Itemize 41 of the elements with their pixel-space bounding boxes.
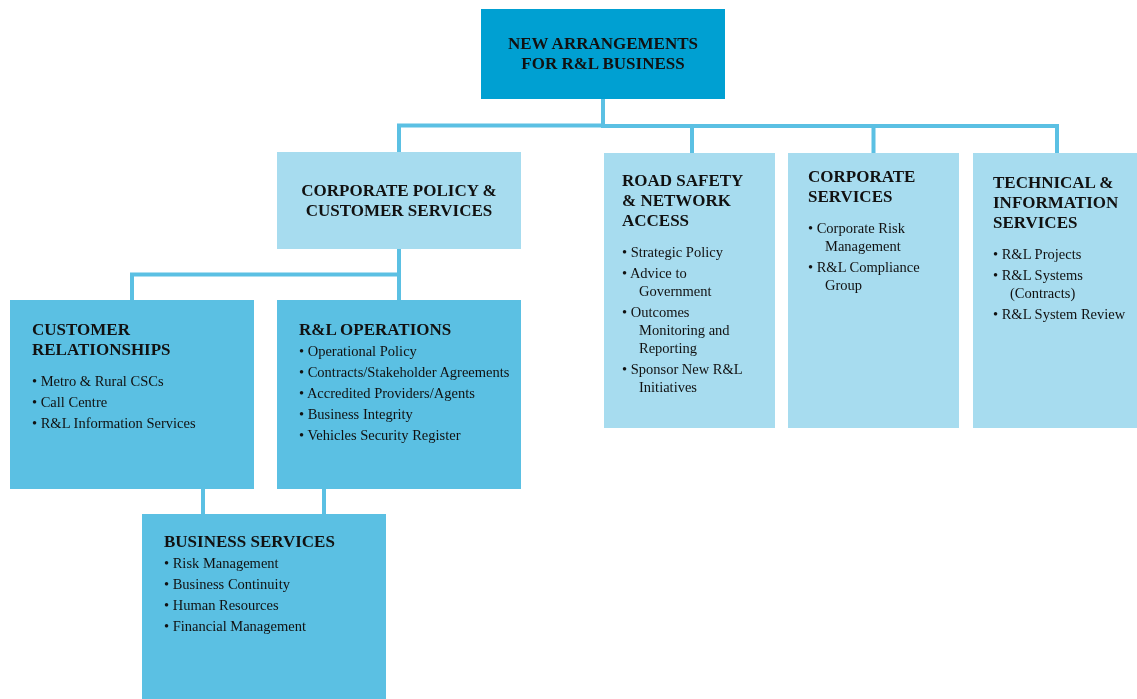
bullet-item: • Business Continuity: [164, 575, 291, 593]
connector-line: [601, 99, 1059, 153]
bullet-item: • R&L Information Services: [32, 414, 197, 432]
org-box: [481, 9, 725, 99]
box-heading: CORPORATE POLICY & CUSTOMER SERVICES: [300, 180, 498, 221]
org-box: [277, 152, 521, 249]
bullet-item: • Corporate Risk Management: [808, 219, 906, 255]
bullet-item: • R&L Projects: [993, 245, 1083, 263]
bullet-item: • Metro & Rural CSCs: [32, 372, 165, 390]
bullet-item: • Human Resources: [164, 596, 280, 614]
bullet-item: • Vehicles Security Register: [299, 426, 462, 444]
bullet-item: • R&L Compliance Group: [808, 258, 921, 294]
bullet-item: • Financial Management: [164, 617, 307, 635]
connector-line: [201, 489, 205, 514]
bullet-item: • Strategic Policy: [622, 243, 724, 261]
box-heading: TECHNICAL & INFORMATION SERVICES: [993, 173, 1120, 233]
bullet-item: • Sponsor New R&L Initiatives: [622, 360, 744, 396]
box-heading: NEW ARRANGEMENTS FOR R&L BUSINESS: [507, 34, 699, 74]
org-box: [788, 153, 959, 428]
bullet-item: • Risk Management: [164, 554, 280, 572]
bullet-item: • Business Integrity: [299, 405, 414, 423]
org-box: [277, 300, 521, 489]
box-heading: CUSTOMER RELATIONSHIPS: [32, 320, 172, 360]
connector-line: [322, 489, 326, 514]
box-heading: BUSINESS SERVICES: [164, 532, 336, 552]
bullet-item: • Outcomes Monitoring and Reporting: [622, 303, 731, 357]
org-box: [604, 153, 775, 428]
bullet-item: • R&L Systems (Contracts): [993, 266, 1084, 302]
box-heading: CORPORATE SERVICES: [808, 167, 917, 207]
bullet-item: • Advice to Government: [622, 264, 713, 300]
connector-line: [397, 249, 401, 300]
org-box: [142, 514, 386, 699]
bullet-item: • Operational Policy: [299, 342, 418, 360]
org-box: [973, 153, 1137, 428]
bullet-item: • Contracts/Stakeholder Agreements: [299, 363, 511, 381]
org-box: [10, 300, 254, 489]
bullet-item: • Call Centre: [32, 393, 109, 411]
bullet-item: • R&L System Review: [993, 305, 1127, 323]
bullet-item: • Accredited Providers/Agents: [299, 384, 476, 402]
box-heading: ROAD SAFETY & NETWORK ACCESS: [622, 171, 744, 231]
box-heading: R&L OPERATIONS: [299, 320, 453, 340]
